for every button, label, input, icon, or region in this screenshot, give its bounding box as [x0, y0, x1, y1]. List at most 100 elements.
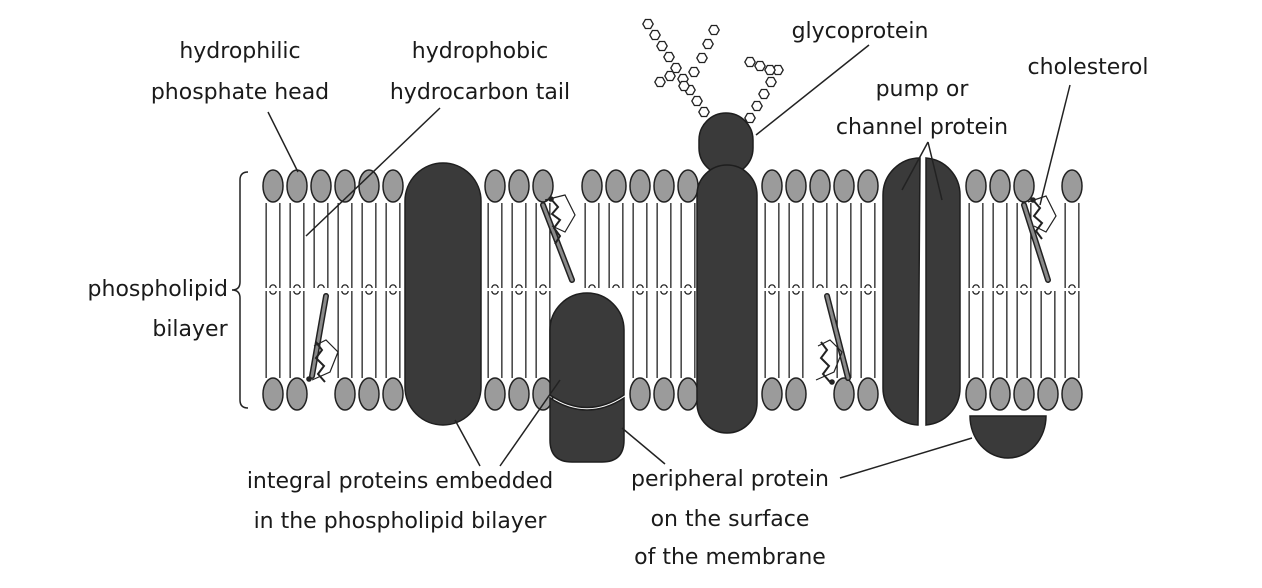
phospholipid	[1037, 290, 1059, 411]
channel-protein-right-half	[925, 157, 961, 426]
glycoprotein-body	[696, 164, 758, 434]
sugar-unit	[751, 100, 763, 112]
phospholipid	[989, 290, 1011, 411]
sugar-unit	[758, 88, 770, 100]
phosphate-head	[857, 377, 879, 411]
phosphate-head	[989, 169, 1011, 203]
phospholipid	[262, 169, 284, 289]
phosphate-head	[653, 169, 675, 203]
phosphate-head	[605, 169, 627, 203]
phosphate-head	[358, 377, 380, 411]
phosphate-head	[677, 377, 699, 411]
phospholipid	[677, 290, 699, 411]
channel-protein-left-half	[882, 157, 921, 426]
phospholipid	[508, 169, 530, 289]
phosphate-head	[262, 377, 284, 411]
phospholipid	[785, 290, 807, 411]
sugar-unit	[642, 18, 654, 30]
phospholipid	[484, 169, 506, 289]
phosphate-head	[382, 377, 404, 411]
phospholipid	[833, 169, 855, 289]
label-peripheral-line2: on the surface	[651, 507, 810, 532]
sugar-unit	[678, 80, 690, 92]
bent-lipid-tail	[824, 293, 851, 381]
label-hydrophilic-line2: phosphate head	[151, 80, 329, 105]
phosphate-head	[761, 377, 783, 411]
phospholipid	[677, 169, 699, 289]
sugar-unit	[764, 64, 776, 76]
phospholipid	[310, 169, 332, 289]
phospholipid	[334, 290, 356, 411]
label-bilayer-line2: bilayer	[152, 317, 228, 342]
phosphate-head	[833, 377, 855, 411]
phospholipid	[581, 169, 603, 289]
phosphate-head	[629, 377, 651, 411]
phosphate-head	[653, 377, 675, 411]
phospholipid	[286, 290, 308, 411]
phospholipid-molecules	[262, 169, 1083, 411]
phosphate-head	[965, 169, 987, 203]
phosphate-head	[809, 169, 831, 203]
cholesterol-molecule	[1027, 195, 1057, 240]
sugar-unit	[754, 60, 766, 72]
label-integral-line2: in the phospholipid bilayer	[254, 509, 548, 534]
integral-protein-lower	[549, 292, 625, 409]
phosphate-head	[1013, 169, 1035, 203]
bent-lipid-tail	[309, 293, 329, 379]
phospholipid	[761, 290, 783, 411]
phospholipid	[965, 290, 987, 411]
phospholipid	[286, 169, 308, 289]
phosphate-head	[785, 169, 807, 203]
sugar-unit	[691, 95, 703, 107]
phospholipid	[785, 169, 807, 289]
phosphate-head	[334, 169, 356, 203]
label-pump-line1: pump or	[876, 77, 970, 102]
phospholipid	[532, 169, 554, 289]
phospholipid	[1061, 290, 1083, 411]
phosphate-head	[629, 169, 651, 203]
sugar-unit	[708, 24, 720, 36]
phosphate-head	[761, 169, 783, 203]
phosphate-head	[785, 377, 807, 411]
phosphate-head	[310, 169, 332, 203]
leader-lines	[267, 44, 1071, 479]
phosphate-head	[677, 169, 699, 203]
phospholipid	[629, 169, 651, 289]
label-cholesterol: cholesterol	[1028, 55, 1149, 80]
phospholipid	[382, 169, 404, 289]
phospholipid	[382, 290, 404, 411]
phospholipid	[1013, 290, 1035, 411]
phospholipid	[809, 169, 831, 289]
text-labels: hydrophilic phosphate head hydrophobic h…	[88, 19, 1149, 570]
phospholipid	[508, 290, 530, 411]
peripheral-protein-under-integral	[549, 396, 625, 463]
phospholipid	[629, 290, 651, 411]
cholesterol-molecule	[306, 339, 339, 383]
phospholipid	[653, 290, 675, 411]
phosphate-head	[262, 169, 284, 203]
bent-lipid-tail	[1021, 202, 1051, 283]
label-integral-line1: integral proteins embedded	[247, 469, 553, 494]
phospholipid	[965, 169, 987, 289]
phosphate-head	[965, 377, 987, 411]
phospholipid	[484, 290, 506, 411]
sugar-unit	[656, 40, 668, 52]
phosphate-head	[581, 169, 603, 203]
label-hydrophobic-line2: hydrocarbon tail	[390, 80, 570, 105]
phosphate-head	[286, 377, 308, 411]
phospholipid	[605, 169, 627, 289]
sugar-unit	[744, 56, 756, 68]
phospholipid	[532, 290, 554, 411]
phosphate-head	[833, 169, 855, 203]
phosphate-head	[508, 377, 530, 411]
phosphate-head	[1061, 377, 1083, 411]
sugar-unit	[698, 106, 710, 118]
sugar-unit	[696, 52, 708, 64]
sugar-unit	[702, 38, 714, 50]
phosphate-head	[334, 377, 356, 411]
phosphate-head	[989, 377, 1011, 411]
cholesterol-molecule	[544, 194, 576, 245]
phosphate-head	[1061, 169, 1083, 203]
bilayer-bracket	[231, 171, 249, 409]
phosphate-head	[484, 169, 506, 203]
